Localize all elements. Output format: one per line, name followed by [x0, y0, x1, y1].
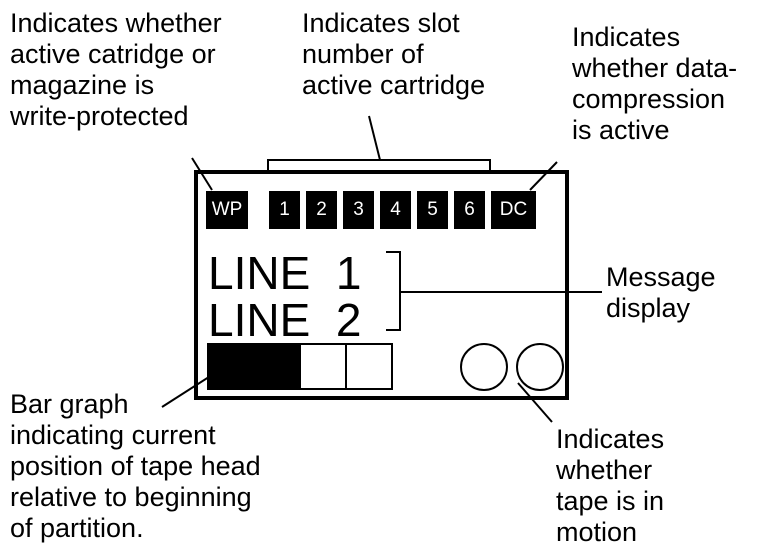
data-compression-indicator: DC: [491, 191, 536, 229]
bar-segment-filled: [207, 343, 255, 390]
callout-bar-graph-line: Bar graph: [10, 389, 129, 419]
display-panel: [194, 170, 569, 400]
callout-tape-motion-line: motion: [556, 517, 638, 547]
message-line-2: LINE 2: [208, 294, 362, 346]
callout-bar-graph-line: relative to beginning: [10, 482, 252, 512]
bar-segment-empty: [345, 343, 393, 390]
callout-message-display-line: Message: [606, 262, 716, 292]
bar-segment-filled: [253, 343, 301, 390]
callout-bar-graph-line: indicating current: [10, 420, 216, 450]
callout-data-compression-line: Indicates: [572, 22, 681, 52]
leader-write-protect: [191, 157, 213, 191]
callout-data-compression: Indicates whether data- compression is a…: [572, 22, 737, 146]
slot-indicator-1: 1: [269, 191, 300, 229]
callout-data-compression-line: compression: [572, 84, 726, 114]
slot-indicator-6: 6: [454, 191, 485, 229]
callout-tape-motion-line: Indicates: [556, 424, 665, 454]
slot-indicator-4: 4: [380, 191, 411, 229]
callout-tape-motion: Indicates whether tape is in motion: [556, 424, 664, 548]
callout-write-protect: Indicates whether active catridge or mag…: [10, 8, 222, 132]
callout-write-protect-line: Indicates whether: [10, 8, 222, 38]
slot-indicator-2: 2: [306, 191, 337, 229]
callout-data-compression-line: whether data-: [572, 53, 738, 83]
callout-data-compression-line: is active: [572, 115, 670, 145]
slot-indicator-5: 5: [417, 191, 448, 229]
leader-data-compression: [529, 161, 558, 191]
callout-write-protect-line: magazine is: [10, 70, 155, 100]
leader-slot-number: [368, 115, 381, 161]
callout-write-protect-line: write-protected: [10, 101, 189, 131]
callout-slot-number: Indicates slot number of active cartridg…: [302, 8, 485, 101]
callout-slot-number-line: number of: [302, 39, 424, 69]
slot-indicator-3: 3: [343, 191, 374, 229]
write-protect-indicator: WP: [206, 191, 248, 229]
leader-tape-motion: [517, 382, 553, 423]
leader-bar-graph: [161, 374, 213, 408]
callout-message-display-line: display: [606, 293, 691, 323]
callout-bar-graph: Bar graph indicating current position of…: [10, 389, 261, 544]
tape-reel-left: [460, 343, 508, 391]
callout-tape-motion-line: tape is in: [556, 486, 665, 516]
message-line-1: LINE 1: [208, 247, 362, 299]
bar-graph: [207, 343, 393, 390]
callout-slot-number-line: Indicates slot: [302, 8, 460, 38]
callout-slot-number-line: active cartridge: [302, 70, 486, 100]
callout-message-display: Message display: [606, 262, 716, 324]
callout-bar-graph-line: of partition.: [10, 513, 144, 543]
callout-bar-graph-line: position of tape head: [10, 451, 261, 481]
callout-tape-motion-line: whether: [556, 455, 653, 485]
tape-reel-right: [516, 343, 564, 391]
callout-write-protect-line: active catridge or: [10, 39, 216, 69]
